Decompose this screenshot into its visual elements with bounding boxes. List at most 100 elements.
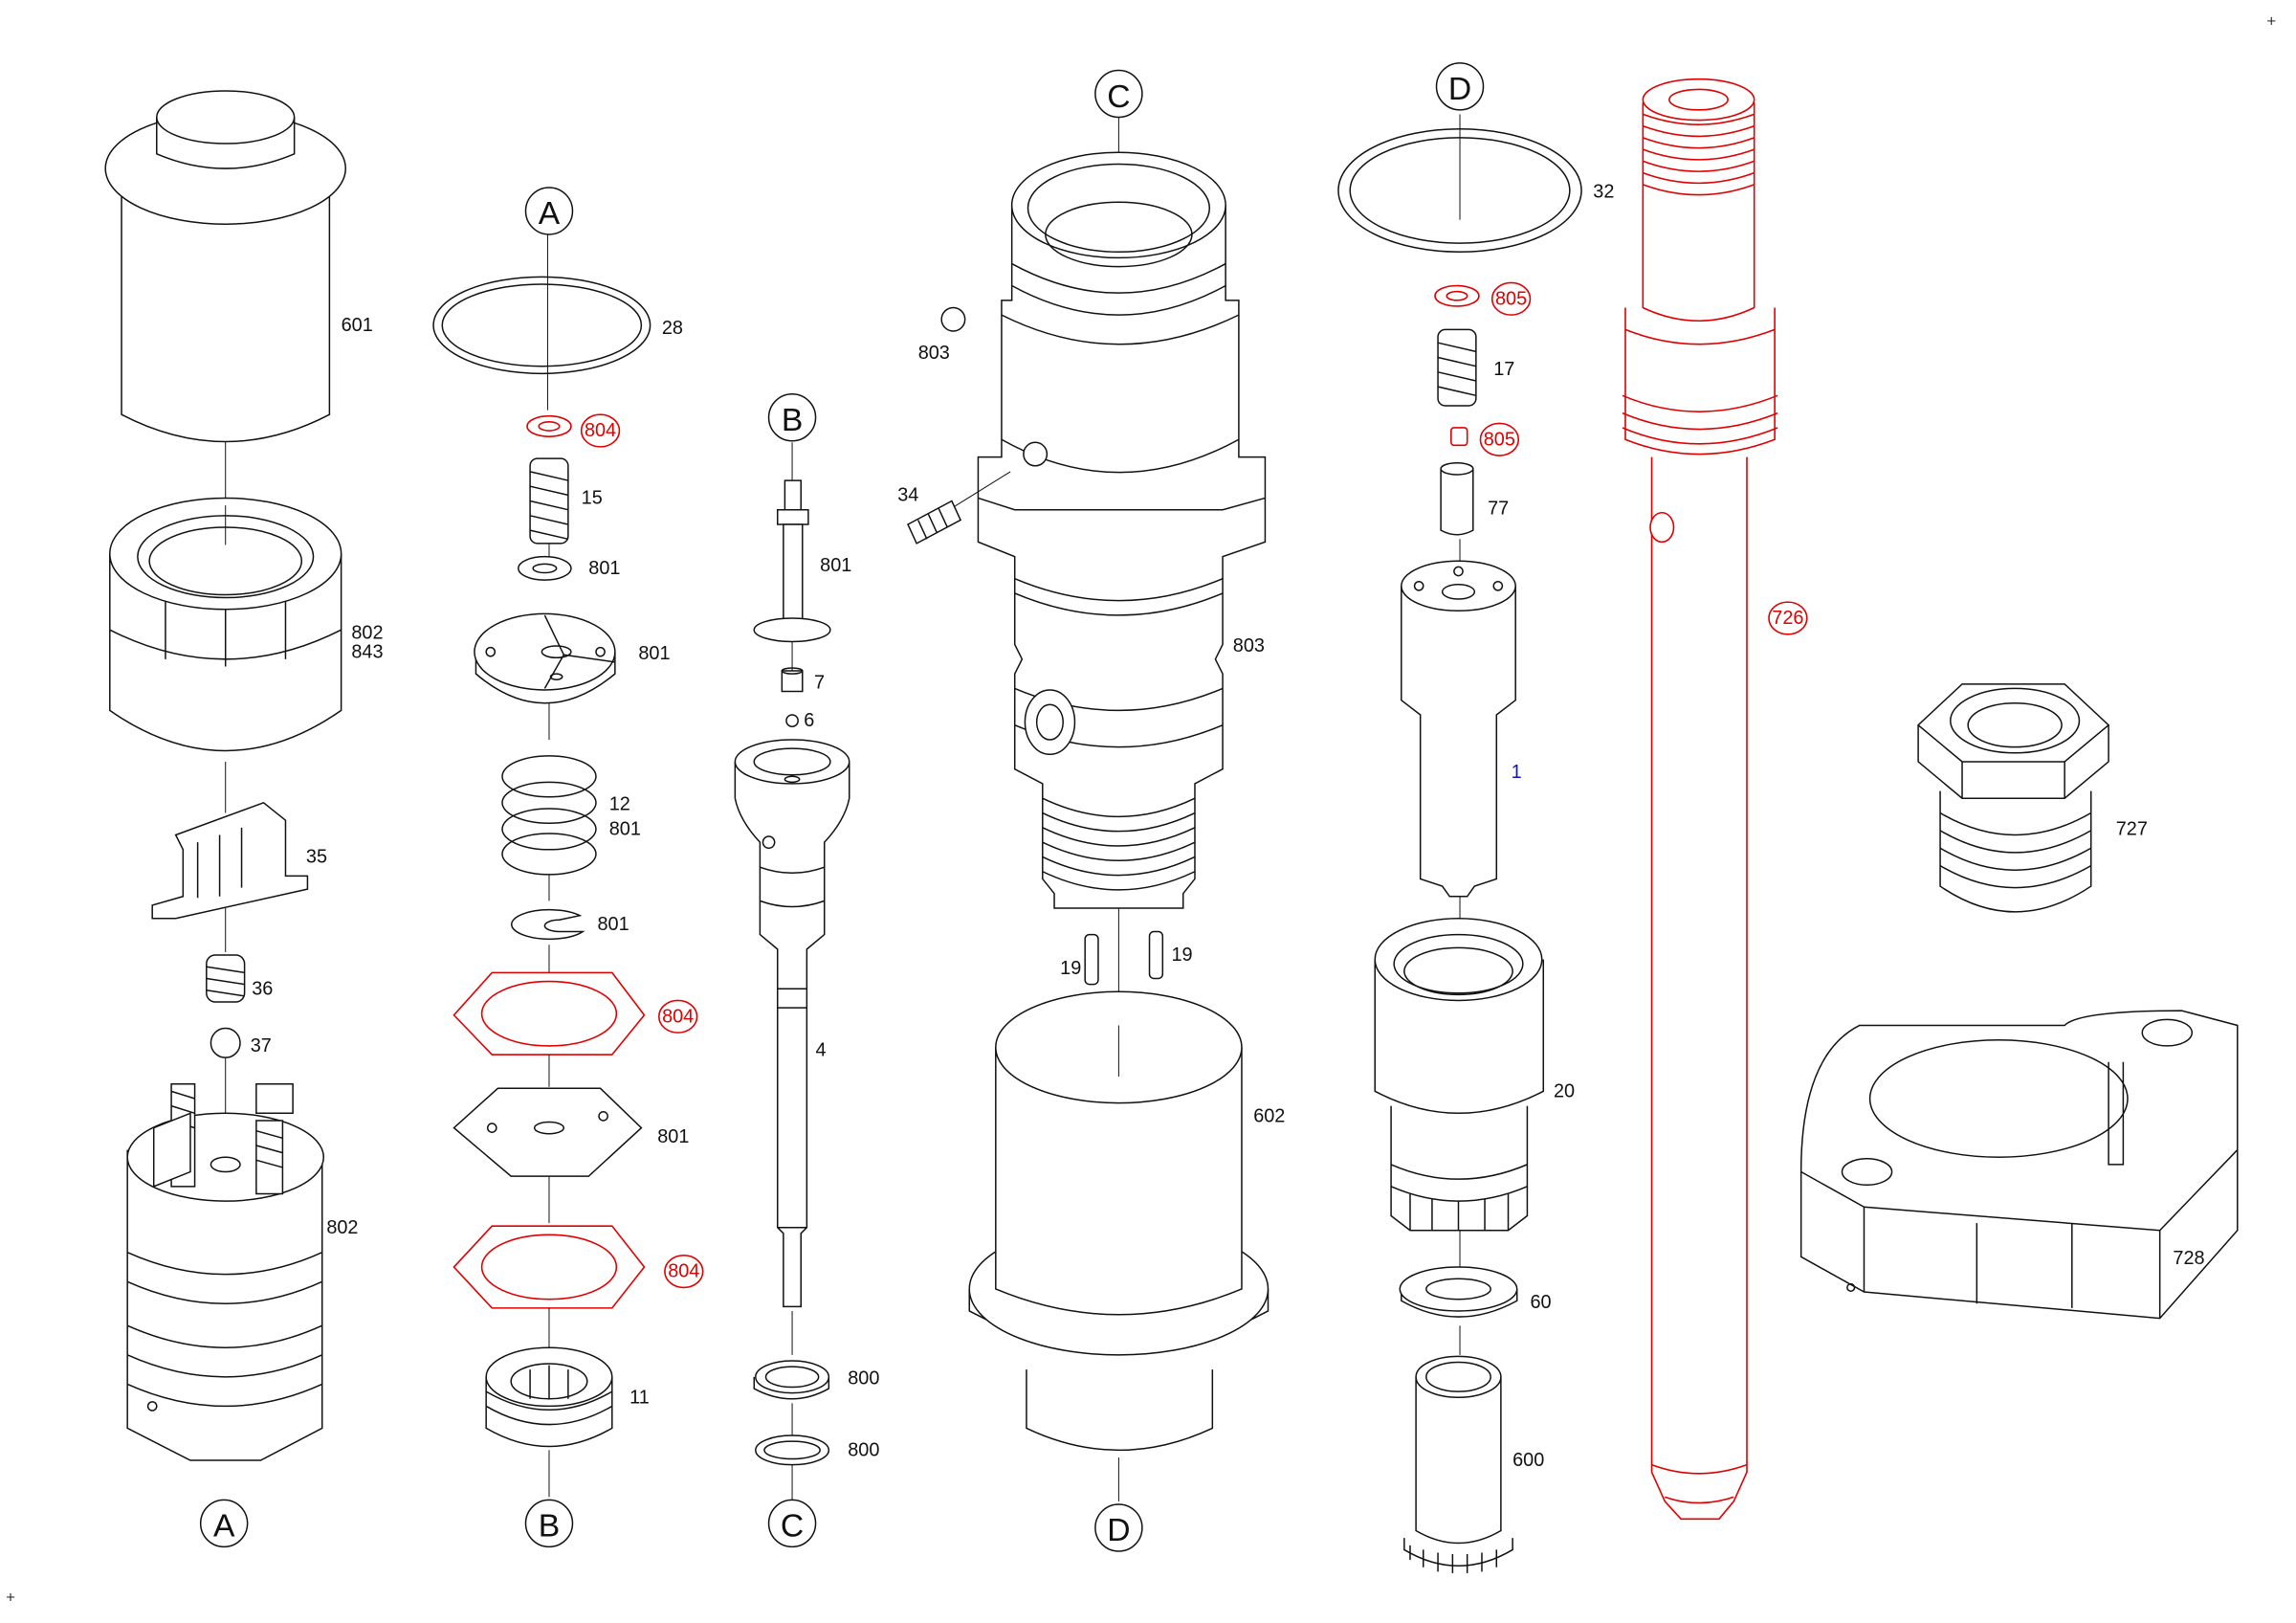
svg-text:B: B	[782, 403, 803, 438]
svg-text:A: A	[213, 1509, 235, 1545]
connector-d-top: D	[1437, 63, 1484, 110]
part-804-gasket-bottom	[453, 1226, 644, 1347]
part-7-sleeve	[782, 668, 802, 691]
connector-a-top: A	[525, 188, 572, 234]
label-17: 17	[1493, 359, 1514, 380]
part-17-spring	[1438, 329, 1476, 406]
part-4-valve-body	[735, 740, 849, 1355]
svg-text:A: A	[539, 196, 561, 232]
label-800-a: 800	[848, 1367, 879, 1389]
connector-d-bottom: D	[1095, 1504, 1142, 1551]
label-60: 60	[1530, 1292, 1551, 1313]
label-35: 35	[306, 847, 327, 868]
part-728-clamp	[1801, 1011, 2238, 1318]
label-7: 7	[814, 672, 825, 693]
svg-text:804: 804	[662, 1006, 694, 1027]
label-802-a: 802	[351, 622, 383, 643]
label-28: 28	[662, 318, 683, 339]
part-801-armature-plate	[475, 613, 615, 740]
callout-726: 726	[1769, 602, 1807, 634]
label-727: 727	[2116, 818, 2148, 839]
svg-text:B: B	[539, 1509, 560, 1545]
label-36: 36	[252, 978, 273, 999]
connector-c-bottom: C	[769, 1500, 816, 1546]
part-36-spring	[207, 955, 245, 1002]
svg-text:D: D	[1107, 1513, 1130, 1548]
part-726-rod	[1623, 79, 1777, 1520]
part-34-screw	[908, 472, 1010, 544]
svg-text:C: C	[1107, 79, 1130, 115]
label-803-b: 803	[1233, 635, 1265, 656]
svg-text:804: 804	[585, 420, 616, 441]
label-20: 20	[1554, 1080, 1575, 1101]
part-805-washer	[1435, 286, 1479, 306]
part-20-nozzle-nut	[1375, 919, 1543, 1267]
callout-804-a: 804	[582, 414, 620, 447]
part-601-cap	[105, 91, 345, 505]
part-labels: 601 802 843 35 36 37 802 28 15 801 801 1…	[251, 182, 2205, 1472]
connector-c-top: C	[1095, 71, 1142, 118]
part-800-ring-a	[754, 1361, 828, 1435]
part-801-spacer-a	[519, 557, 571, 580]
label-1: 1	[1512, 762, 1522, 783]
svg-text:804: 804	[668, 1261, 699, 1282]
part-19-pin-a	[1085, 935, 1098, 985]
part-805-shim	[1451, 428, 1468, 445]
label-19-a: 19	[1060, 958, 1081, 979]
corner-mark-bottom-left: +	[6, 1589, 15, 1607]
label-11: 11	[629, 1387, 650, 1408]
part-801-clip	[512, 910, 583, 979]
label-803-a: 803	[918, 343, 950, 364]
label-843: 843	[351, 641, 383, 662]
part-801-valve-stem	[754, 442, 830, 671]
callout-805-b: 805	[1480, 423, 1518, 456]
label-34: 34	[897, 485, 918, 506]
svg-text:C: C	[781, 1509, 804, 1545]
label-37: 37	[251, 1035, 272, 1056]
part-37-ball	[210, 1029, 240, 1058]
svg-text:726: 726	[1772, 608, 1803, 629]
part-32-oring	[1338, 114, 1581, 252]
label-728: 728	[2173, 1248, 2204, 1269]
label-801-b: 801	[638, 643, 670, 664]
part-19-pin-b	[1150, 932, 1163, 979]
connector-a-bottom: A	[201, 1500, 248, 1546]
part-77-pin	[1441, 463, 1473, 535]
label-801-a: 801	[588, 558, 620, 579]
part-802-solenoid	[127, 1057, 323, 1460]
label-4: 4	[816, 1040, 827, 1061]
callout-804-c: 804	[665, 1256, 703, 1288]
label-600: 600	[1512, 1450, 1544, 1471]
part-800-ring-b	[756, 1435, 829, 1501]
part-804-washer-top	[527, 416, 571, 436]
corner-mark-top-right: +	[2266, 12, 2276, 31]
part-803-injector-body	[941, 117, 1265, 1077]
label-77: 77	[1488, 498, 1509, 519]
label-800-b: 800	[848, 1439, 879, 1460]
label-32: 32	[1593, 182, 1614, 203]
part-12-spring	[502, 756, 596, 901]
svg-text:805: 805	[1495, 288, 1527, 309]
part-35-clip	[152, 803, 307, 952]
part-802-nut	[110, 498, 342, 812]
label-801-c: 801	[609, 818, 641, 839]
svg-text:D: D	[1448, 72, 1471, 107]
label-802-b: 802	[326, 1217, 358, 1238]
connector-b-bottom: B	[525, 1500, 572, 1546]
label-15: 15	[582, 488, 603, 509]
part-801-valve-plate	[453, 1088, 641, 1223]
callout-805-a: 805	[1492, 282, 1531, 315]
part-60-washer	[1400, 1267, 1516, 1355]
connector-b-top: B	[769, 394, 816, 441]
svg-text:805: 805	[1484, 429, 1515, 450]
part-15-spring	[530, 458, 568, 560]
part-600-sleeve	[1404, 1356, 1512, 1573]
part-1-nozzle	[1402, 539, 1515, 952]
label-6: 6	[804, 710, 814, 731]
label-601: 601	[342, 315, 373, 336]
part-727-fitting	[1918, 684, 2108, 912]
label-19-b: 19	[1171, 945, 1192, 966]
part-804-gasket-top	[453, 972, 644, 1086]
label-801-f: 801	[820, 555, 851, 576]
